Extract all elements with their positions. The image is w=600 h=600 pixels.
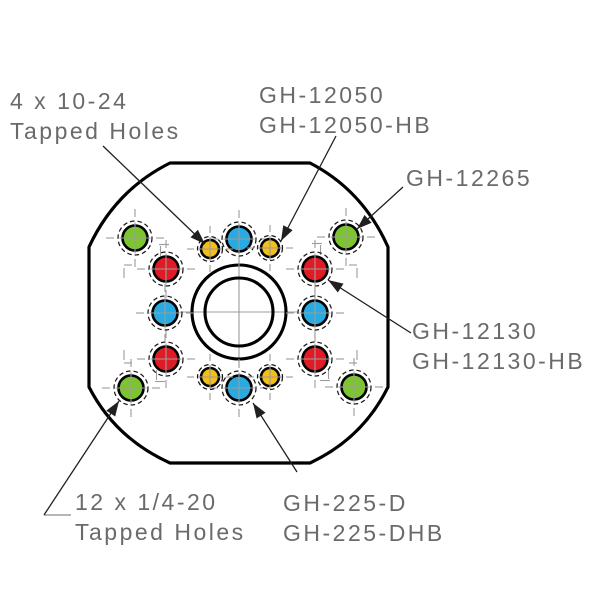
leader-gh-12130-arrowhead	[328, 280, 344, 293]
label-line: Tapped Holes	[10, 118, 181, 144]
blue-hole-dashed-ring	[221, 221, 257, 257]
red-hole-dashed-ring	[297, 341, 333, 377]
leader-gh-12050-arrowhead	[281, 225, 293, 241]
holes-and-leaders-layer	[43, 135, 412, 516]
leader-gh-12265-arrowhead	[357, 214, 372, 229]
yellow-hole-dashed-ring	[196, 363, 224, 391]
label-line: GH-12265	[406, 165, 533, 191]
blue-hole-dashed-ring	[147, 295, 183, 331]
leader-gh-12130	[327, 279, 412, 334]
center-bore-inner	[203, 276, 275, 348]
label-gh-12265: GH-12265	[406, 163, 532, 193]
yellow-hole-dashed-ring	[256, 234, 284, 262]
label-line: GH-12130	[412, 318, 539, 344]
leader-gh-12050	[280, 135, 337, 242]
leader-12x1-4-20-arrowhead	[106, 401, 119, 417]
label-line: GH-12130-HB	[412, 348, 586, 374]
label-line: GH-225-D	[283, 490, 408, 516]
green-hole-dashed-ring	[117, 220, 153, 256]
label-line: 12 x 1/4-20	[75, 489, 218, 515]
red-hole-dashed-ring	[148, 341, 184, 377]
red-hole-dashed-ring	[148, 251, 184, 287]
green-hole-dashed-ring	[113, 370, 149, 406]
leader-gh-225-arrowhead	[253, 403, 266, 419]
yellow-hole-dashed-ring	[196, 235, 224, 263]
blue-hole-dashed-ring	[297, 295, 333, 331]
label-line: GH-12050-HB	[259, 112, 433, 138]
leader-4x10-24	[102, 145, 206, 245]
label-gh-12050: GH-12050 GH-12050-HB	[259, 80, 432, 140]
label-12x1-4-20-tapped-holes: 12 x 1/4-20 Tapped Holes	[75, 487, 246, 547]
green-hole-dashed-ring	[328, 219, 364, 255]
leader-4x10-24-arrowhead	[190, 229, 205, 244]
label-gh-225: GH-225-D GH-225-DHB	[283, 488, 445, 548]
label-4x10-24-tapped-holes: 4 x 10-24 Tapped Holes	[10, 86, 181, 146]
label-line: GH-225-DHB	[283, 520, 445, 546]
blue-hole-dashed-ring	[221, 370, 257, 406]
label-line: GH-12050	[259, 82, 386, 108]
label-line: 4 x 10-24	[10, 88, 129, 114]
label-gh-12130: GH-12130 GH-12130-HB	[412, 316, 585, 376]
leader-12x1-4-20	[43, 400, 120, 516]
yellow-hole-dashed-ring	[256, 363, 284, 391]
label-line: Tapped Holes	[75, 519, 246, 545]
green-hole-dashed-ring	[336, 369, 372, 405]
